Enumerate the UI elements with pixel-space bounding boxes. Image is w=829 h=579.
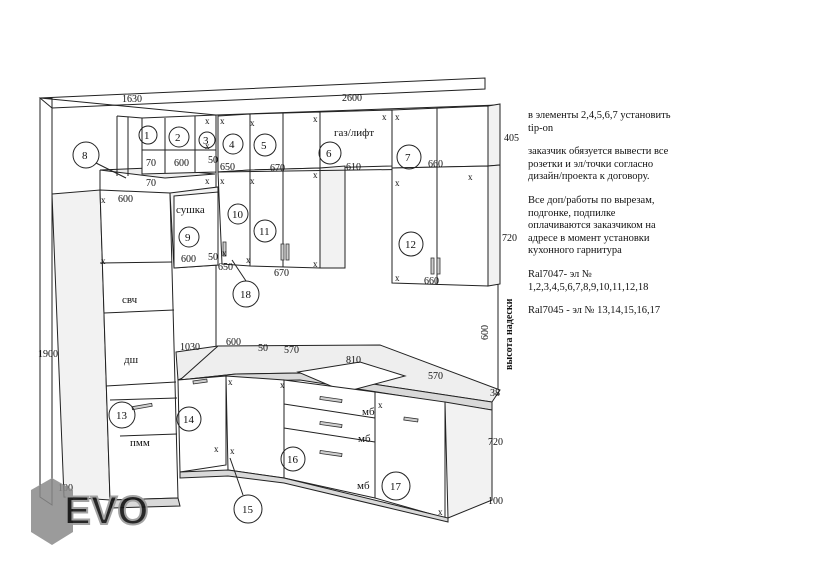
svg-text:x: x bbox=[468, 172, 473, 182]
svg-text:x: x bbox=[438, 507, 443, 517]
item-number-17: 17 bbox=[390, 481, 402, 493]
dim-mid-660: 660 bbox=[424, 276, 439, 287]
notes-panel: в элементы 2,4,5,6,7 установить tip-on з… bbox=[528, 110, 678, 329]
item-number-15: 15 bbox=[242, 504, 254, 516]
dim-counter-600: 600 bbox=[226, 337, 241, 348]
item-number-11: 11 bbox=[259, 226, 270, 238]
note-tipon: в элементы 2,4,5,6,7 установить tip-on bbox=[528, 110, 671, 134]
svg-text:x: x bbox=[313, 114, 318, 124]
dim-counter-38: 38 bbox=[490, 388, 500, 399]
svg-text:x: x bbox=[313, 170, 318, 180]
svg-text:x: x bbox=[395, 112, 400, 122]
label-pmm: пмм bbox=[130, 437, 150, 449]
item-number-18: 18 bbox=[240, 289, 252, 301]
dim-upper-height: 405 bbox=[504, 133, 519, 144]
label-gas-lift: газ/лифт bbox=[334, 127, 374, 139]
item-number-16: 16 bbox=[287, 454, 299, 466]
svg-text:x: x bbox=[395, 273, 400, 283]
dim-mid-650: 650 bbox=[218, 262, 233, 273]
item-number-1: 1 bbox=[144, 130, 150, 142]
svg-text:x: x bbox=[250, 176, 255, 186]
label-dsh: дш bbox=[124, 354, 139, 366]
dim-upper-height-lower: 720 bbox=[502, 233, 517, 244]
svg-text:x: x bbox=[205, 141, 210, 151]
item-number-9: 9 bbox=[185, 232, 191, 244]
item-number-13: 13 bbox=[116, 410, 128, 422]
dim-tall-height: 1900 bbox=[38, 349, 58, 360]
svg-text:x: x bbox=[378, 400, 383, 410]
dim-counter-1030: 1030 bbox=[180, 342, 200, 353]
dim-counter-570-b: 570 bbox=[428, 371, 443, 382]
label-mb-1: мб bbox=[362, 406, 375, 418]
dim-upper-610: 610 bbox=[346, 162, 361, 173]
label-vysota-nadeski: высота надески bbox=[504, 298, 515, 370]
hexagon-logo-icon bbox=[31, 478, 73, 545]
label-mb-3: мб bbox=[357, 480, 370, 492]
item-number-4: 4 bbox=[229, 139, 235, 151]
label-svch: свч bbox=[122, 294, 138, 306]
item-number-12: 12 bbox=[405, 239, 416, 251]
dim-top-left-width: 1630 bbox=[122, 94, 142, 105]
note-ral-7045: Ral7045 - эл № 13,14,15,16,17 bbox=[528, 305, 661, 317]
dim-left-70-a: 70 bbox=[146, 158, 156, 169]
dim-plinth-100-b: 100 bbox=[488, 496, 503, 507]
svg-text:x: x bbox=[246, 255, 251, 265]
dim-upper-50-a: 50 bbox=[208, 155, 218, 166]
logo-text: EVO bbox=[64, 489, 148, 533]
label-mb-2: мб bbox=[358, 433, 371, 445]
dim-left-70-b: 70 bbox=[146, 178, 156, 189]
dim-counter-810: 810 bbox=[346, 355, 361, 366]
svg-text:x: x bbox=[395, 178, 400, 188]
svg-text:x: x bbox=[313, 259, 318, 269]
item-number-14: 14 bbox=[183, 414, 195, 426]
dim-upper-660-a: 660 bbox=[428, 159, 443, 170]
item-number-7: 7 bbox=[405, 152, 411, 164]
svg-text:x: x bbox=[220, 176, 225, 186]
dim-nadeski-600: 600 bbox=[480, 325, 491, 340]
dim-mid-50: 50 bbox=[208, 252, 218, 263]
item-number-circles: 1 2 3 4 5 6 7 8 9 10 11 12 13 14 15 16 1… bbox=[72, 125, 424, 524]
appliance-labels: сушка газ/лифт свч дш пмм мб мб мб высот… bbox=[122, 127, 515, 492]
dim-top-right-width: 2600 bbox=[342, 93, 362, 104]
svg-text:x: x bbox=[101, 195, 106, 205]
evo-logo: EVO bbox=[31, 478, 149, 545]
dim-counter-50: 50 bbox=[258, 343, 268, 354]
svg-text:x: x bbox=[220, 116, 225, 126]
svg-text:x: x bbox=[214, 444, 219, 454]
item-number-6: 6 bbox=[326, 148, 332, 160]
dim-mid-670: 670 bbox=[274, 268, 289, 279]
upper-cabinets bbox=[141, 103, 501, 287]
dim-mid-600: 600 bbox=[181, 254, 196, 265]
base-cabinets bbox=[109, 344, 501, 523]
dim-counter-570-a: 570 bbox=[284, 345, 299, 356]
dimensions: 1630 2600 405 720 1900 600 70 70 600 50 … bbox=[38, 93, 519, 507]
item-number-8: 8 bbox=[82, 150, 88, 162]
dim-upper-650: 650 bbox=[220, 162, 235, 173]
item-number-3: 3 bbox=[203, 135, 209, 147]
note-sockets: заказчик обязуется вывести все розетки и… bbox=[528, 146, 669, 183]
handles bbox=[131, 241, 441, 457]
svg-text:x: x bbox=[205, 116, 210, 126]
svg-text:x: x bbox=[222, 248, 227, 258]
item-number-5: 5 bbox=[261, 140, 267, 152]
svg-text:x: x bbox=[228, 377, 233, 387]
label-sushka: сушка bbox=[176, 204, 205, 216]
dim-base-720: 720 bbox=[488, 437, 503, 448]
note-extra-works: Все доп/работы по вырезам, подгонке, под… bbox=[528, 194, 656, 257]
dim-left-600: 600 bbox=[118, 194, 133, 205]
svg-text:x: x bbox=[280, 380, 285, 390]
dim-upper-600: 600 bbox=[174, 158, 189, 169]
svg-text:x: x bbox=[101, 256, 106, 266]
svg-text:x: x bbox=[250, 118, 255, 128]
svg-text:x: x bbox=[230, 446, 235, 456]
note-ral-7047: Ral7047- эл № 1,2,3,4,5,6,7,8,9,10,11,12… bbox=[528, 268, 649, 293]
svg-text:x: x bbox=[382, 112, 387, 122]
item-number-10: 10 bbox=[232, 209, 244, 221]
svg-text:x: x bbox=[205, 176, 210, 186]
dim-upper-670-a: 670 bbox=[270, 163, 285, 174]
item-number-2: 2 bbox=[175, 132, 181, 144]
